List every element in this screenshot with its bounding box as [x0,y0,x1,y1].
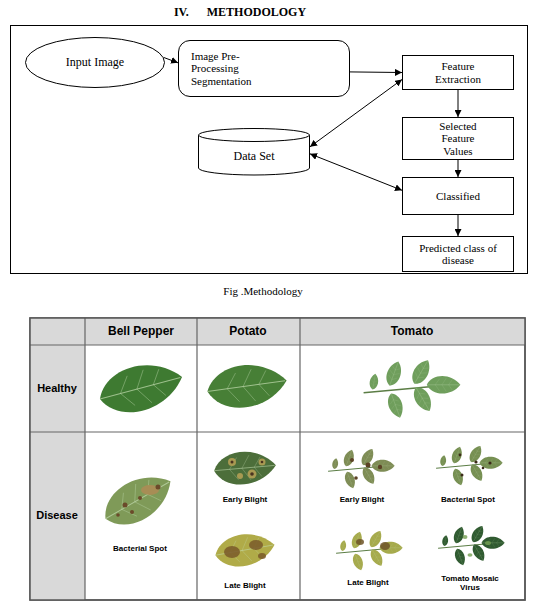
section-heading: IV. METHODOLOGY [60,5,420,20]
tomato-late-leaf [336,528,403,572]
disease-spots [459,454,492,477]
process-box: Feature Extraction [402,55,514,90]
leaf-caption: Late Blight [320,579,416,588]
pepper-healthy-leaf [94,355,188,420]
table-frame [30,318,525,600]
disease-spots [224,540,266,559]
process-box: Classified [402,177,514,215]
start-ellipse: Input Image [25,37,165,88]
leaf-table [30,318,525,600]
node-label: Data Set [234,150,275,163]
pepper-bacterial-leaf [96,464,181,536]
header-row [30,318,525,345]
flow-arrow [458,160,459,177]
node-label: Predicted class of disease [410,242,506,267]
disease-spots [228,458,266,479]
node-label: Selected Feature Values [428,120,488,157]
node-label: Input Image [66,56,124,69]
tomato-healthy-leaf [364,357,461,420]
column-header: Tomato [312,324,512,338]
label-column [30,345,85,600]
cylinder-top [199,129,310,142]
figure-frame [11,26,528,274]
process-box: Selected Feature Values [402,117,514,160]
node-label: Feature Extraction [422,60,494,85]
flow-arrow [310,154,402,190]
tomato-mosaic-leaf [438,523,505,567]
process-box: Predicted class of disease [402,236,514,272]
table-border [30,318,525,600]
node-label: Classified [436,190,480,202]
potato-late-leaf [213,529,278,570]
leaf-caption: Bacterial Spot [420,496,516,505]
leaf-caption: Bacterial Spot [90,545,190,554]
disease-spots [356,539,390,550]
leaf-caption: Tomato Mosaic Virus [435,575,505,593]
row-header: Disease [30,509,84,521]
flow-arrow [458,215,459,236]
potato-healthy-leaf [204,360,289,413]
column-header: Potato [198,324,298,338]
database-cylinder: Data Set [198,128,310,175]
leaf-caption: Early Blight [314,496,410,505]
leaf-caption: Late Blight [200,582,290,591]
ellipse-outline [26,38,165,88]
leaf-pictures [94,355,504,572]
flow-arrow [164,57,178,62]
disease-spots [350,458,382,480]
tomato-bacterial-leaf [436,443,503,487]
column-header: Bell Pepper [86,324,196,338]
process-box: Image Pre-Processing Segmentation [178,40,350,97]
table-grid [30,318,525,600]
leaf-caption: Early Blight [200,496,290,505]
mosaic-patches [463,535,492,557]
figure-caption: Fig .Methodology [163,285,363,297]
node-label: Image Pre-Processing Segmentation [191,50,279,87]
potato-early-leaf [213,449,278,487]
flow-arrow [458,90,459,117]
row-header: Healthy [30,382,84,394]
disease-spots [116,485,160,517]
flow-arrow [350,71,402,73]
tomato-early-leaf [328,446,395,490]
